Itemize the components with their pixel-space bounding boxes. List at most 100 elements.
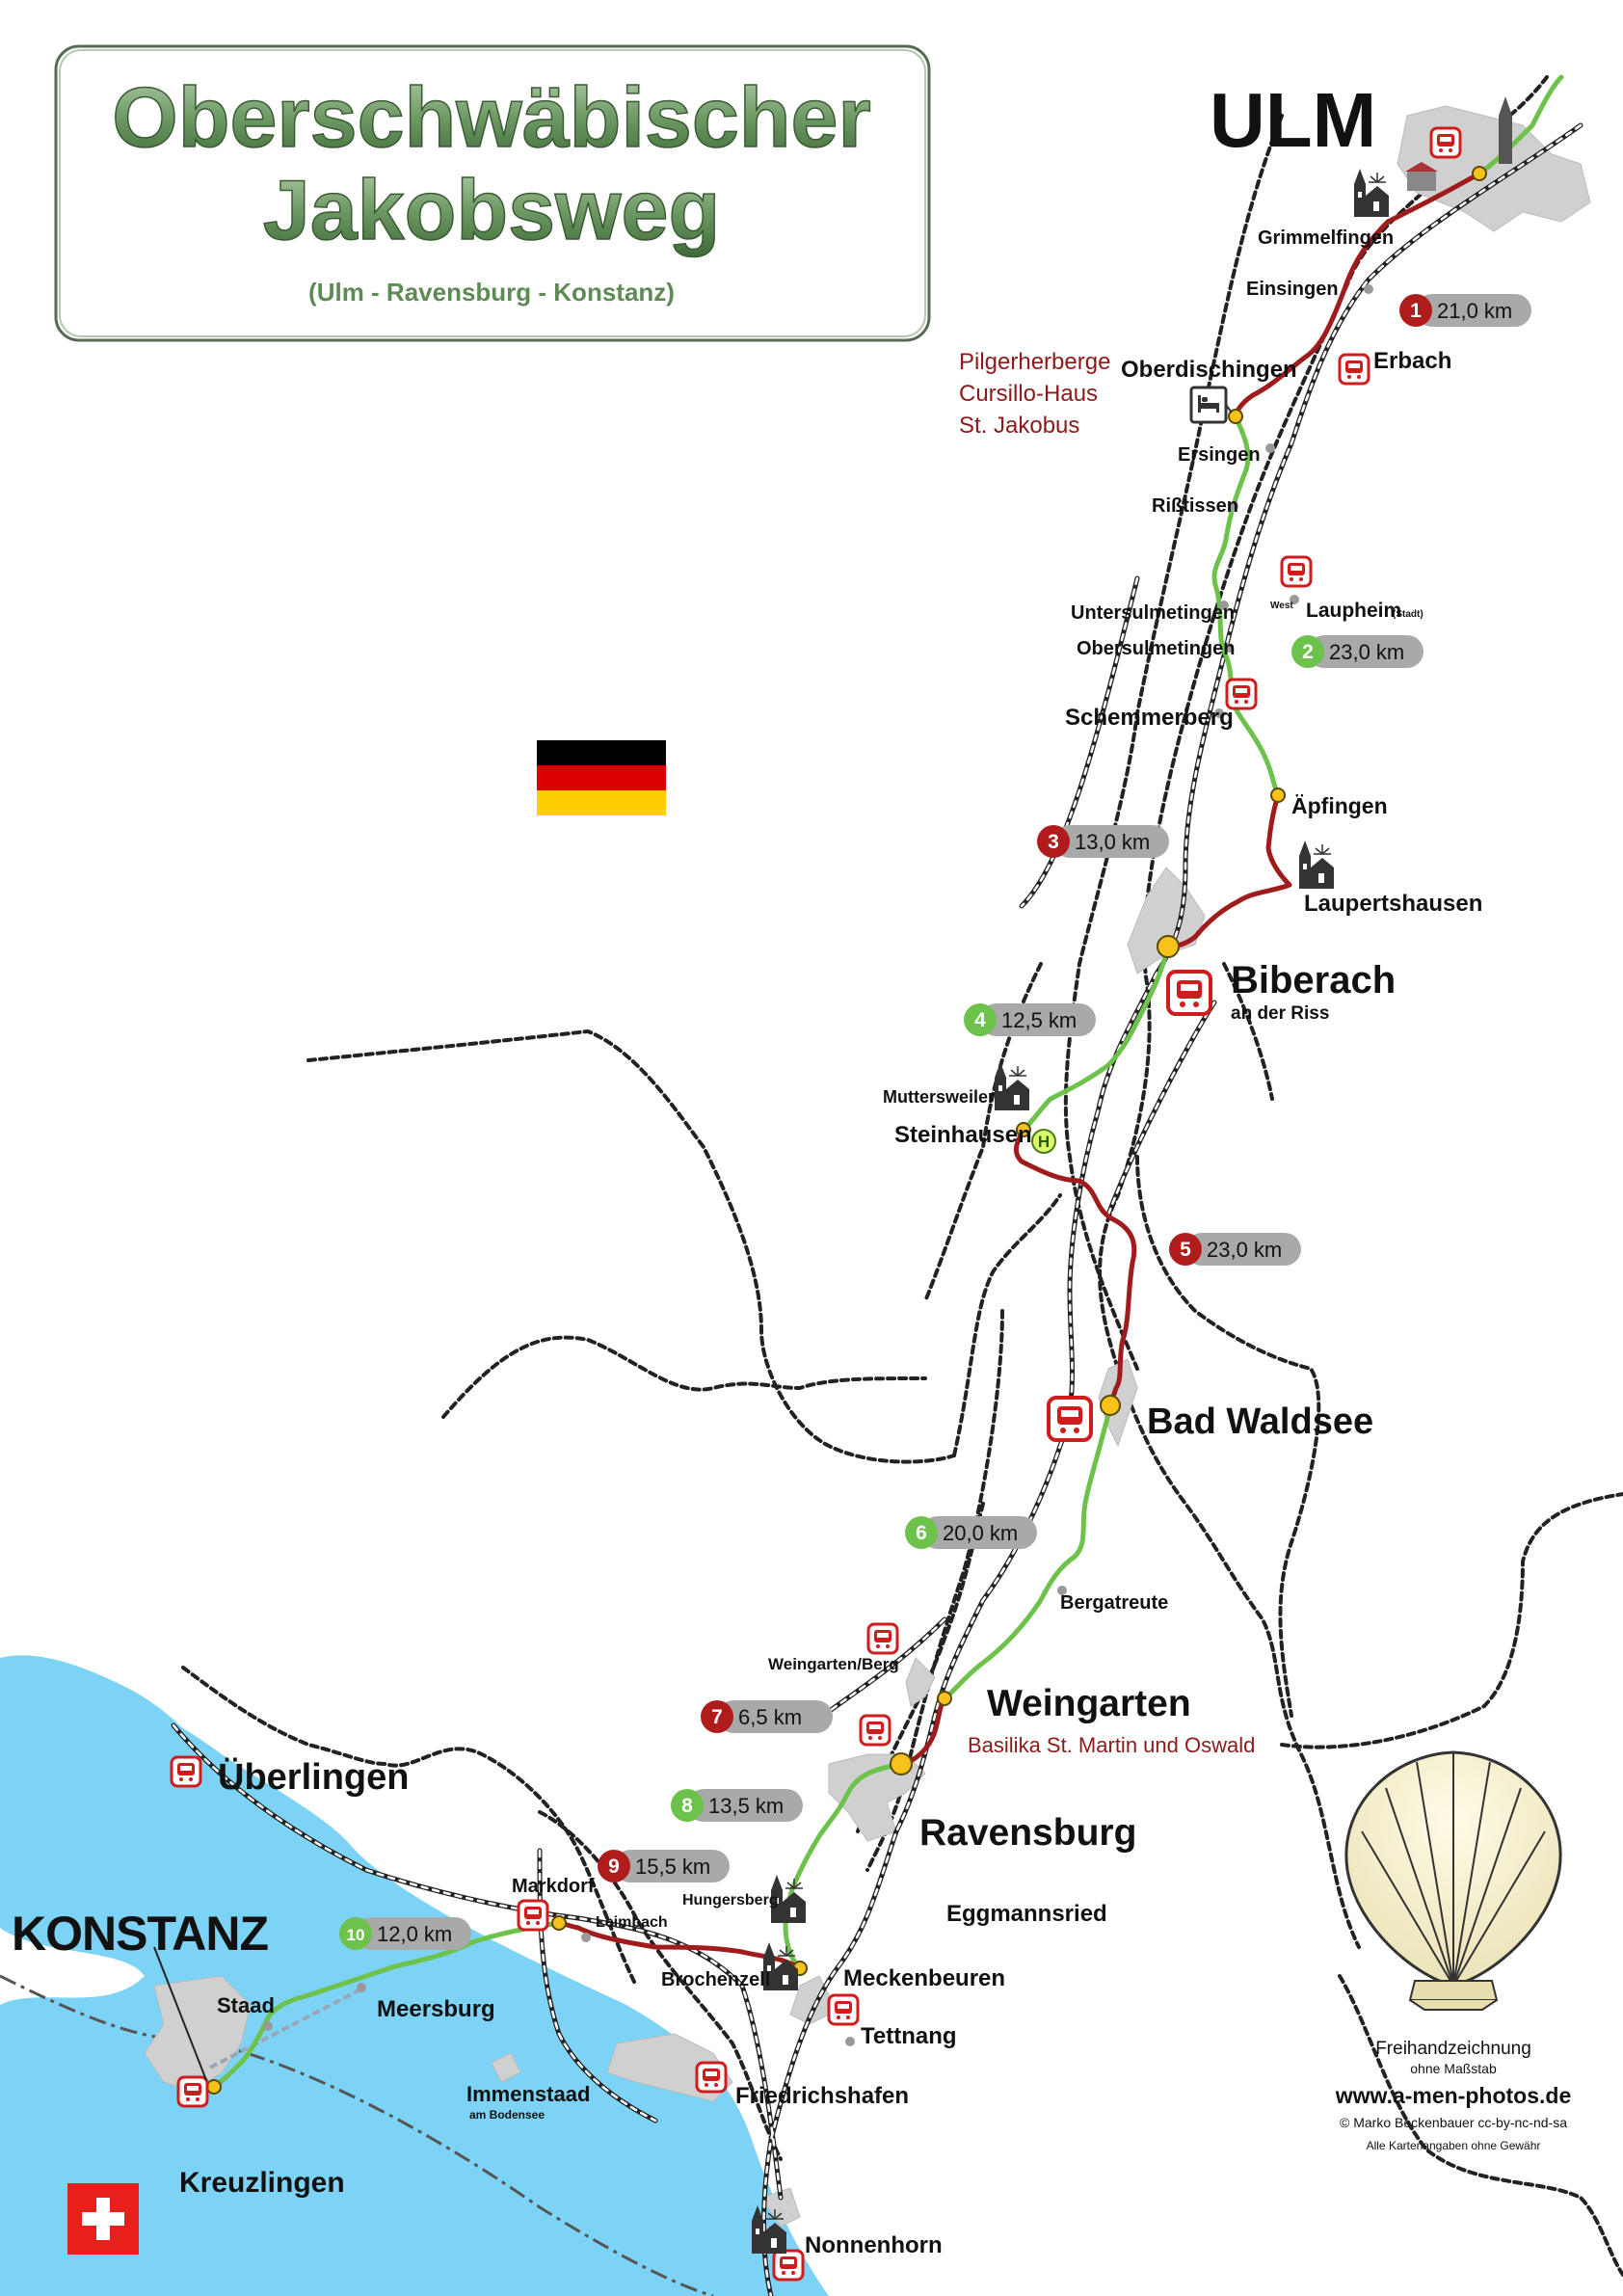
svg-text:Oberdischingen: Oberdischingen (1121, 357, 1297, 383)
city-biberach: Biberach (1231, 959, 1396, 1001)
svg-text:Friedrichshafen: Friedrichshafen (735, 2083, 909, 2109)
svg-text:Grimmelfingen: Grimmelfingen (1258, 227, 1394, 249)
svg-text:Steinhausen: Steinhausen (894, 1122, 1032, 1148)
svg-text:Nonnenhorn: Nonnenhorn (805, 2232, 943, 2258)
route-stage-6 (942, 1402, 1113, 1701)
route-stage-8 (783, 1761, 904, 1971)
stage-distance: 23,0 km (1329, 640, 1404, 664)
route-stage-10 (211, 1920, 562, 2090)
stage-distance: 12,0 km (377, 1922, 452, 1946)
scallop-shell-icon (1344, 1750, 1562, 2011)
place-labels: Grimmelfingen Einsingen Erbach Oberdisch… (179, 227, 1482, 2258)
svg-text:ohne Maßstab: ohne Maßstab (1410, 2061, 1497, 2076)
svg-text:Brochenzell: Brochenzell (661, 1969, 770, 1990)
train-station-icon (1280, 555, 1313, 588)
ferry-line (209, 1986, 365, 2069)
city-ueberlingen: Überlingen (218, 1756, 409, 1798)
stage-number: 2 (1302, 641, 1314, 663)
svg-text:Hungersberg: Hungersberg (682, 1892, 779, 1909)
location-dots (263, 284, 1373, 2046)
stage-number: 8 (681, 1795, 693, 1817)
stage-number: 10 (347, 1926, 365, 1944)
stage-badge-1: 1 21,0 km (1399, 294, 1531, 327)
svg-text:Rißtissen: Rißtissen (1152, 495, 1238, 517)
svg-text:St. Jakobus: St. Jakobus (959, 413, 1079, 439)
stage-distance: 15,5 km (635, 1855, 710, 1879)
route-stage-3 (1165, 792, 1292, 949)
stage-number: 3 (1048, 831, 1059, 853)
stage-distance: 21,0 km (1437, 299, 1512, 323)
stage-distance: 13,5 km (708, 1794, 784, 1818)
svg-text:Schemmerberg: Schemmerberg (1065, 705, 1234, 731)
stage-number: 6 (916, 1522, 927, 1544)
national-border (0, 1974, 714, 2296)
train-station-icon (695, 2061, 728, 2094)
svg-text:Ersingen: Ersingen (1178, 444, 1261, 466)
title-subtitle: (Ulm - Ravensburg - Konstanz) (308, 278, 675, 307)
church-icon (994, 1061, 1030, 1111)
svg-text:Einsingen: Einsingen (1246, 279, 1339, 300)
city-weingarten: Weingarten (987, 1683, 1191, 1724)
svg-text:Basilika St. Martin und Oswald: Basilika St. Martin und Oswald (968, 1733, 1255, 1757)
churches (751, 96, 1512, 2255)
city-konstanz: KONSTANZ (12, 1907, 269, 1961)
svg-text:Freihandzeichnung: Freihandzeichnung (1375, 2039, 1531, 2059)
train-station-icon (859, 1714, 891, 1747)
svg-text:am Bodensee: am Bodensee (469, 2108, 545, 2122)
svg-text:Laupheim: Laupheim (1306, 600, 1401, 622)
svg-text:Staad: Staad (217, 1993, 275, 2017)
stage-number: 7 (711, 1706, 723, 1728)
svg-text:Immenstaad: Immenstaad (466, 2082, 590, 2106)
title-line1: Oberschwäbischer (112, 69, 870, 165)
stage-distance: 13,0 km (1075, 830, 1150, 854)
svg-text:Weingarten/Berg: Weingarten/Berg (768, 1655, 899, 1673)
svg-text:Erbach: Erbach (1373, 348, 1451, 374)
stage-badge-6: 6 20,0 km (905, 1516, 1037, 1549)
svg-text:Tettnang: Tettnang (861, 2023, 957, 2049)
stage-number: 1 (1410, 300, 1422, 322)
route-stage-4 (1021, 944, 1171, 1133)
hotel-h-marker: H (1031, 1129, 1056, 1154)
railway-lines (171, 122, 1583, 2296)
route-stage-5 (1013, 1127, 1137, 1408)
svg-text:Alle Kartenangaben ohne Gewähr: Alle Kartenangaben ohne Gewähr (1367, 2139, 1541, 2152)
svg-text:Laupertshausen: Laupertshausen (1304, 891, 1482, 917)
stage-number: 9 (608, 1855, 620, 1878)
title-line2: Jakobsweg (263, 162, 720, 257)
train-station-icon (827, 1993, 860, 2026)
svg-text:Pilgerherberge: Pilgerherberge (959, 349, 1110, 375)
stage-badge-3: 3 13,0 km (1037, 825, 1169, 858)
svg-text:Äpfingen: Äpfingen (1291, 793, 1388, 818)
city-biberach-sub: an der Riss (1231, 1003, 1329, 1024)
stage-distance: 20,0 km (943, 1521, 1018, 1545)
svg-text:Markdorf: Markdorf (512, 1876, 595, 1897)
church-icon (1353, 168, 1390, 218)
title-box: Oberschwäbischer Jakobsweg (Ulm - Ravens… (54, 44, 931, 342)
stage-badge-2: 2 23,0 km (1291, 635, 1423, 668)
train-station-icon (517, 1899, 549, 1932)
svg-text:Muttersweiler: Muttersweiler (883, 1087, 995, 1107)
ulm-minster-icon (1405, 96, 1512, 191)
stage-number: 4 (974, 1009, 986, 1031)
train-station-icon (1338, 353, 1370, 386)
train-station-icon (866, 1622, 899, 1655)
svg-text:(Stadt): (Stadt) (1393, 609, 1423, 620)
route-stage-2 (1211, 414, 1281, 798)
city-ulm: ULM (1210, 77, 1376, 163)
route-ulm-tail (1477, 74, 1564, 176)
city-labels: ULM Biberach an der Riss Bad Waldsee Wei… (12, 77, 1396, 1961)
poi-labels: Pilgerherberge Cursillo-Haus St. Jakobus… (959, 349, 1255, 1757)
svg-text:H: H (1038, 1133, 1050, 1151)
svg-text:Leimbach: Leimbach (596, 1914, 668, 1931)
stage-distance: 23,0 km (1207, 1238, 1282, 1262)
city-ravensburg: Ravensburg (919, 1812, 1136, 1854)
website-url: www.a-men-photos.de (1335, 2083, 1572, 2108)
train-station-icon (772, 2249, 805, 2282)
svg-text:Bergatreute: Bergatreute (1060, 1592, 1168, 1614)
germany-flag-icon (537, 740, 666, 815)
swiss-flag-icon (67, 2183, 139, 2255)
